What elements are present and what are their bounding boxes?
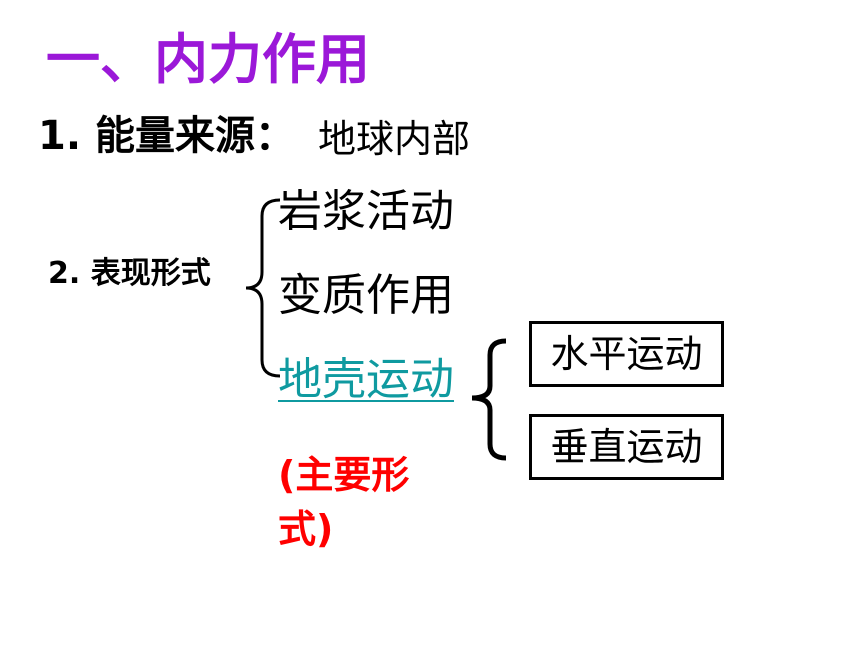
form-magma-activity: 岩浆活动 bbox=[278, 186, 454, 237]
main-form-note: (主要形式) bbox=[278, 453, 410, 551]
energy-source-label: 1. 能量来源： bbox=[38, 113, 295, 159]
energy-source-value: 地球内部 bbox=[318, 117, 471, 161]
vertical-movement-box: 垂直运动 bbox=[529, 414, 724, 480]
crust-brace bbox=[471, 338, 507, 461]
forms-label: 2. 表现形式 bbox=[48, 256, 211, 291]
section-title: 一、内力作用 bbox=[46, 28, 370, 91]
form-crustal-movement-link[interactable]: 地壳运动 bbox=[278, 354, 454, 405]
form-metamorphism: 变质作用 bbox=[278, 270, 454, 321]
horizontal-movement-box: 水平运动 bbox=[529, 321, 724, 387]
forms-brace bbox=[245, 198, 281, 378]
